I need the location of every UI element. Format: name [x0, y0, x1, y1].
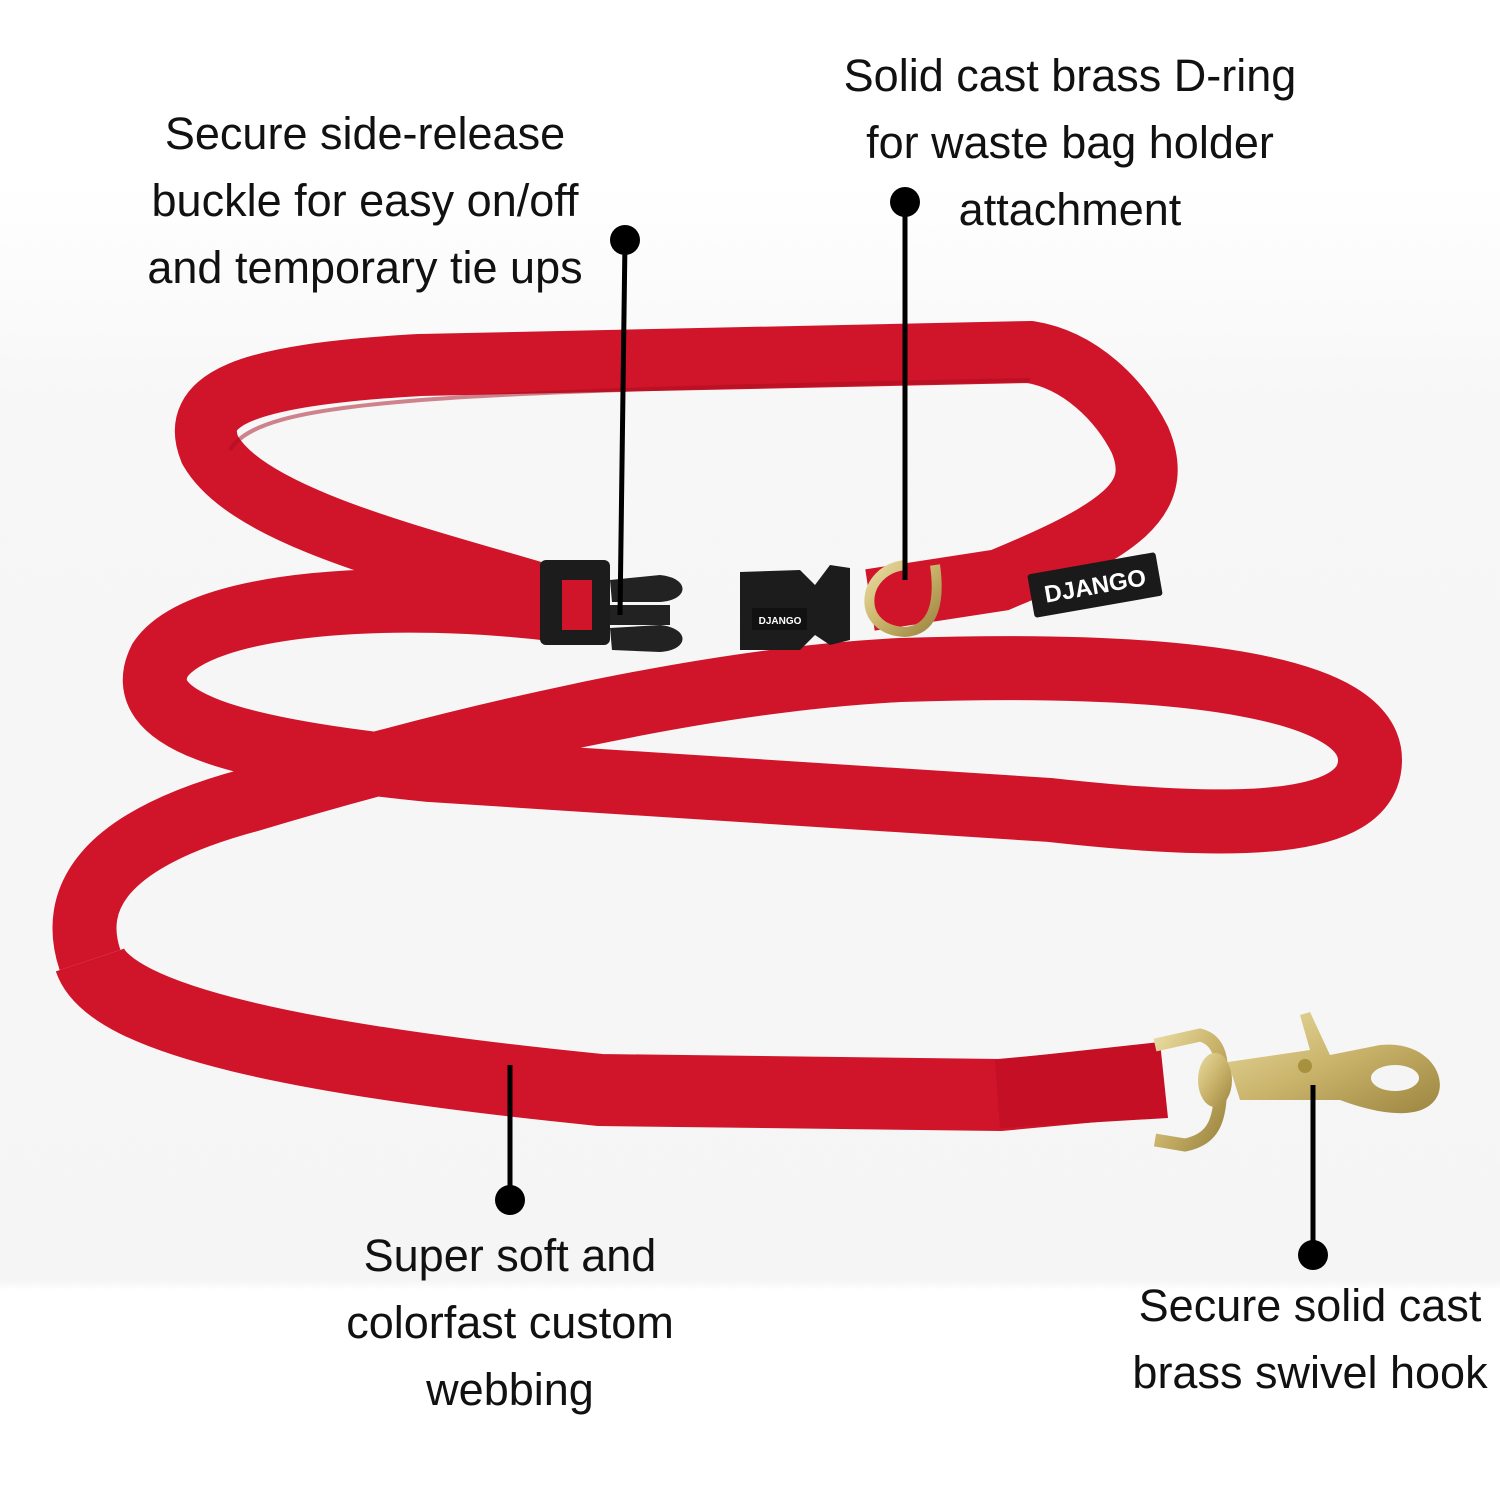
callout-pointer-dring: [890, 187, 920, 580]
brass-swivel-hook: [1153, 1012, 1440, 1152]
callout-webbing-line: webbing: [426, 1364, 594, 1415]
webbing-bottom-run: [55, 945, 1164, 1132]
callout-hook-line: Secure solid cast: [1138, 1280, 1482, 1331]
buckle-female: DJANGO: [740, 565, 850, 650]
callout-dring-line: attachment: [958, 184, 1182, 235]
callout-buckle-line: buckle for easy on/off: [151, 175, 579, 226]
callout-dring: Solid cast brass D-ring for waste bag ho…: [820, 42, 1320, 243]
callout-hook: Secure solid cast brass swivel hook: [1110, 1272, 1500, 1406]
callout-pointer-buckle: [610, 225, 640, 616]
callout-hook-line: brass swivel hook: [1132, 1347, 1488, 1398]
callout-webbing-line: colorfast custom: [346, 1297, 674, 1348]
callout-dring-line: for waste bag holder: [866, 117, 1274, 168]
buckle-brand-label: DJANGO: [759, 616, 802, 627]
webbing-top-edge: [228, 378, 1031, 452]
callout-pointer-hook: [1298, 1085, 1328, 1270]
webbing-middle-loop: [52, 568, 1403, 971]
webbing-stitch-panel: [995, 1042, 1168, 1128]
brass-d-ring: [864, 560, 942, 638]
buckle-male: [540, 560, 683, 652]
webbing-top-loop: [175, 320, 1178, 631]
callout-pointer-webbing: [495, 1065, 525, 1215]
callout-buckle: Secure side-release buckle for easy on/o…: [120, 100, 610, 301]
callout-buckle-line: Secure side-release: [164, 108, 566, 159]
callout-webbing: Super soft and colorfast custom webbing: [310, 1222, 710, 1423]
callout-buckle-line: and temporary tie ups: [147, 242, 583, 293]
callout-webbing-line: Super soft and: [363, 1230, 657, 1281]
callout-dring-line: Solid cast brass D-ring: [843, 50, 1297, 101]
